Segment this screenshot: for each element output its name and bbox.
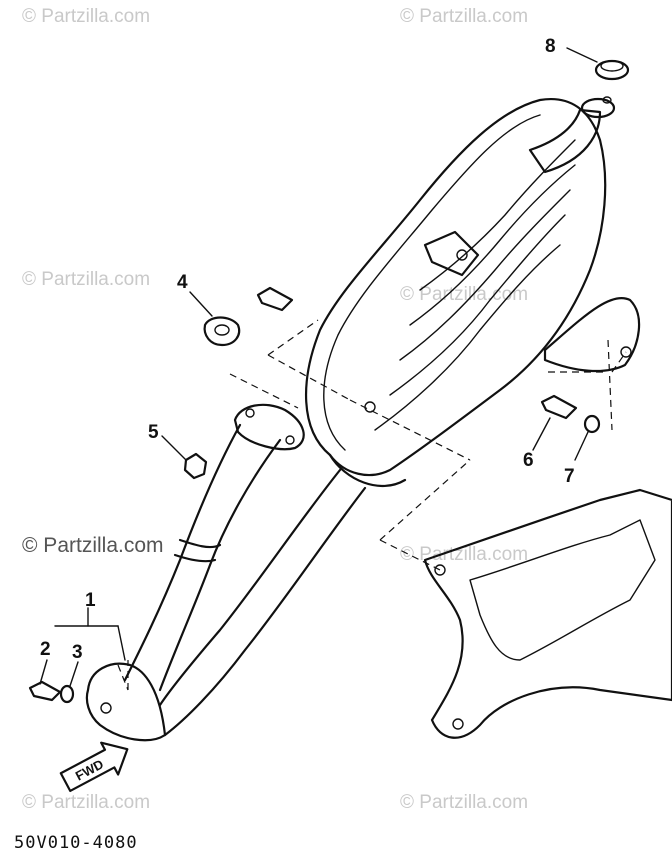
small-parts [28,59,630,704]
fwd-label: FWD [73,756,106,783]
bolt-part-2 [28,680,62,702]
watermarks: © Partzilla.com © Partzilla.com © Partzi… [22,6,528,813]
watermark-mid-right-2: © Partzilla.com [400,544,528,565]
callout-7: 7 [564,466,575,487]
callout-4: 4 [177,272,188,293]
bolt-part-6 [540,394,578,420]
callouts: 1 2 3 4 5 6 7 8 [40,36,575,663]
reference-lines [117,319,627,691]
watermark-bottom-left: © Partzilla.com [22,792,150,813]
muffler [305,96,641,488]
diagram-code: 50V010-4080 [14,833,138,853]
callout-3: 3 [72,642,83,663]
watermark-mid-left: © Partzilla.com [22,269,150,290]
watermark-top-left: © Partzilla.com [22,6,150,27]
watermark-strong-left: © Partzilla.com [22,534,164,557]
washer-part-4 [203,316,241,347]
leader-lines [39,47,598,687]
washer-part-7 [583,414,601,434]
fwd-arrow: FWD [59,741,129,793]
nut-part-5 [183,452,208,480]
watermark-bottom-right: © Partzilla.com [400,792,528,813]
exhaust-pipe [85,403,367,742]
callout-5: 5 [148,422,159,443]
frame-bracket [423,488,672,739]
bolt-upper [256,286,294,312]
watermark-top-right: © Partzilla.com [400,6,528,27]
callout-2: 2 [40,639,51,660]
callout-1: 1 [85,590,96,611]
watermark-mid-right: © Partzilla.com [400,284,528,305]
washer-part-3 [59,684,75,704]
callout-8: 8 [545,36,556,57]
grommet-part-8 [594,59,630,81]
callout-6: 6 [523,450,534,471]
